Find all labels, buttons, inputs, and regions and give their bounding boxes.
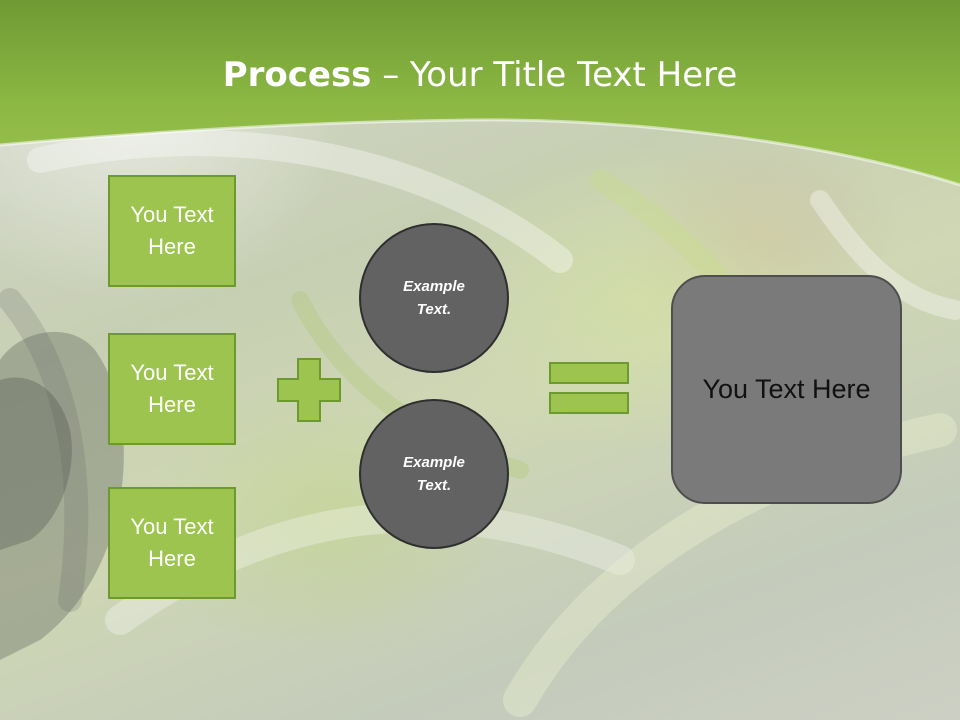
input-box-label: You Text Here — [130, 514, 214, 571]
input-box-label: You Text Here — [130, 202, 214, 259]
slide-title-bold: Process — [222, 55, 372, 95]
plus-icon — [277, 358, 341, 422]
input-box-label: You Text Here — [130, 360, 214, 417]
equals-icon — [549, 362, 629, 414]
slide-title-rest: – Your Title Text Here — [371, 55, 738, 95]
result-box-label: You Text Here — [702, 374, 871, 404]
example-circle-label: Example Text. — [403, 454, 465, 494]
slide-title: Process – Your Title Text Here — [0, 52, 960, 98]
example-circle-1[interactable]: Example Text. — [359, 223, 509, 373]
example-circle-label: Example Text. — [403, 278, 465, 318]
input-box-3[interactable]: You Text Here — [108, 487, 236, 599]
result-box[interactable]: You Text Here — [671, 275, 902, 504]
input-box-2[interactable]: You Text Here — [108, 333, 236, 445]
header-band — [0, 0, 960, 187]
example-circle-2[interactable]: Example Text. — [359, 399, 509, 549]
input-box-1[interactable]: You Text Here — [108, 175, 236, 287]
